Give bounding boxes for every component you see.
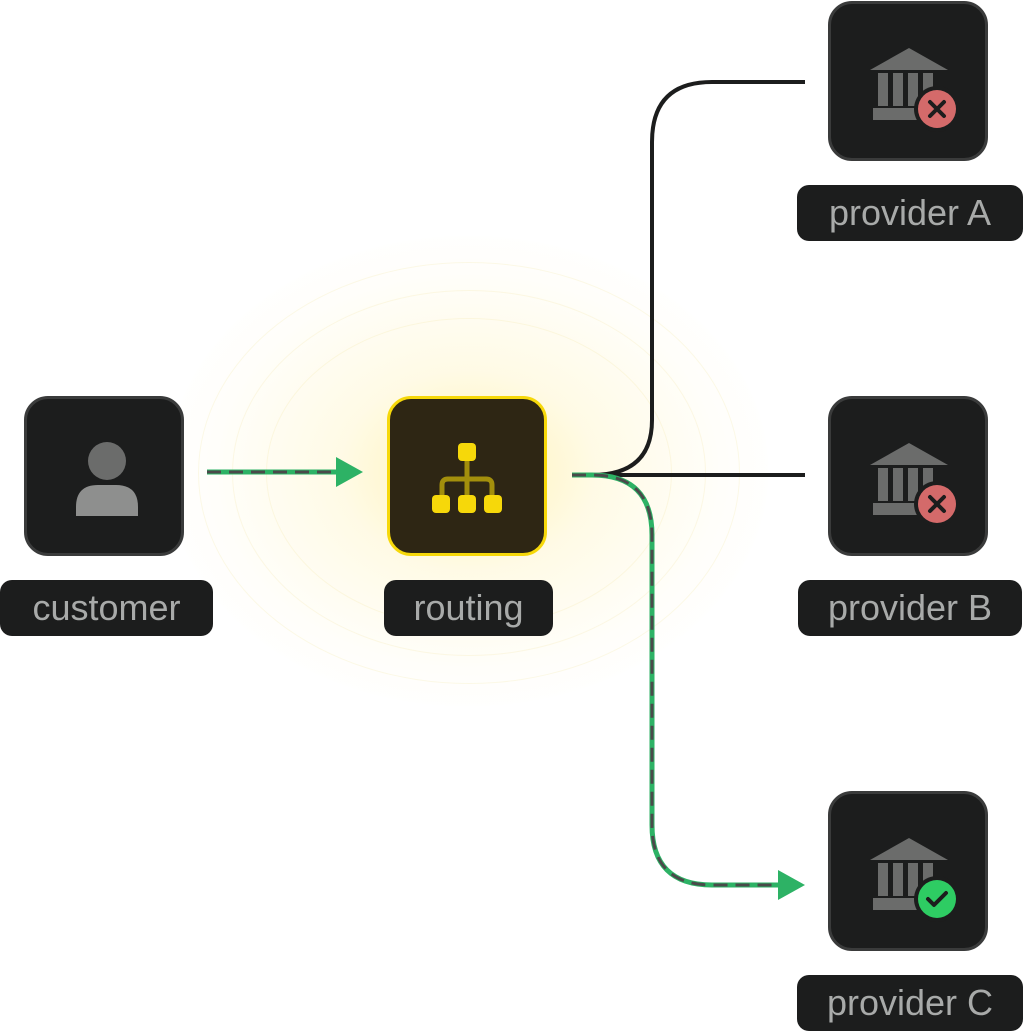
bank-icon: [870, 838, 960, 922]
hierarchy-icon: [432, 443, 502, 513]
provider-a-node[interactable]: [828, 1, 988, 161]
provider-c-label: provider C: [797, 975, 1023, 1031]
provider-c-node[interactable]: [828, 791, 988, 951]
x-circle-icon: [914, 86, 960, 132]
routing-node[interactable]: [387, 396, 547, 556]
check-circle-icon: [914, 876, 960, 922]
routing-label: routing: [384, 580, 553, 636]
customer-label: customer: [0, 580, 213, 636]
arrowhead: [778, 870, 805, 900]
provider-b-label: provider B: [798, 580, 1022, 636]
person-icon: [76, 442, 138, 516]
x-circle-icon: [914, 481, 960, 527]
customer-node[interactable]: [24, 396, 184, 556]
provider-a-label: provider A: [797, 185, 1023, 241]
edge-customer-routing: [207, 457, 363, 487]
provider-b-node[interactable]: [828, 396, 988, 556]
edge-routing-provider-c: [572, 472, 805, 900]
bank-icon: [870, 443, 960, 527]
edge-routing-provider-a: [572, 80, 805, 477]
bank-icon: [870, 48, 960, 132]
arrowhead: [336, 457, 363, 487]
